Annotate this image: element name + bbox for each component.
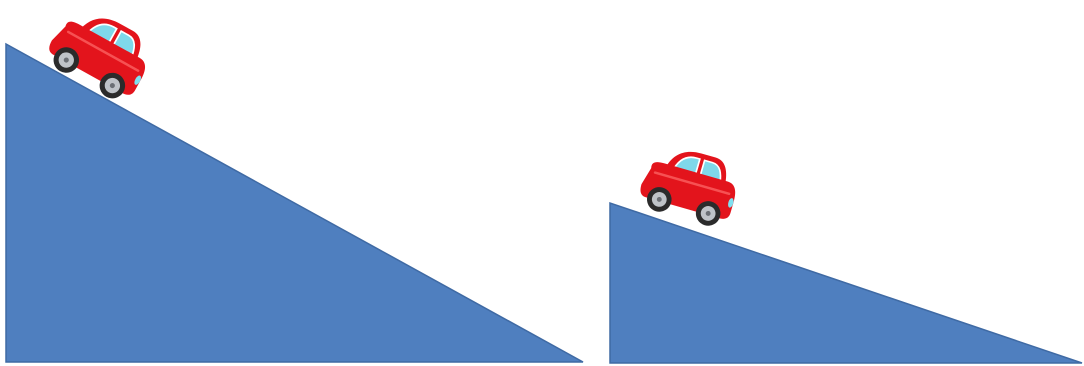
gentle-ramp bbox=[610, 203, 1082, 363]
steep-ramp bbox=[6, 44, 583, 362]
